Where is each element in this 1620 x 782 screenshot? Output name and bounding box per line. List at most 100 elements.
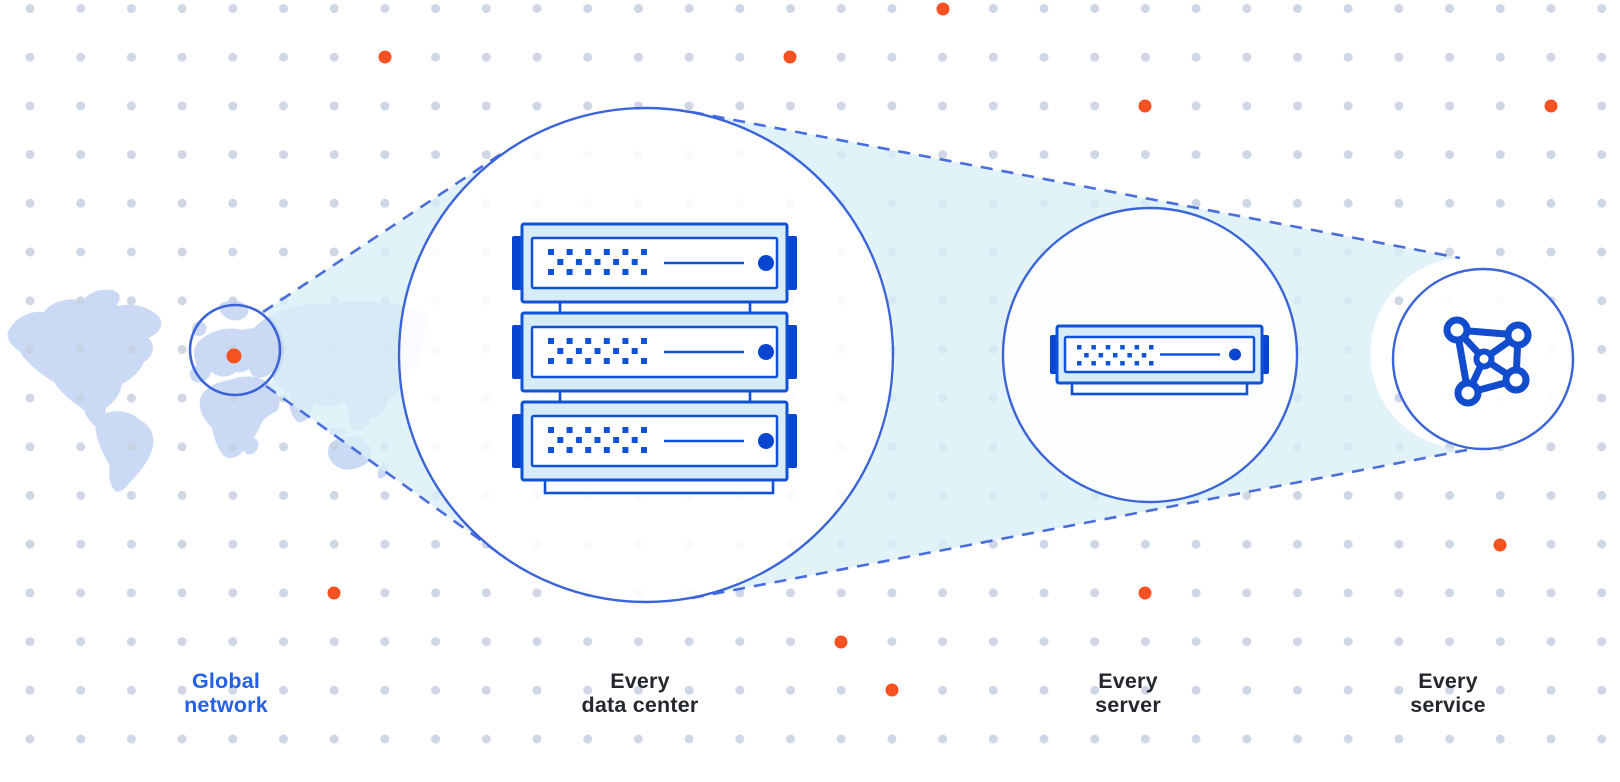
server-vent-dot [1149,361,1154,366]
grid-dot [684,52,694,62]
grid-dot-orange [885,683,899,697]
server-vent-dot [566,358,573,364]
grid-dot [1191,198,1201,208]
grid-dot [126,344,136,354]
grid-dot [228,539,238,549]
server-vent-dot [575,437,582,443]
grid-dot [1242,150,1252,160]
grid-dot [329,198,339,208]
grid-dot [177,637,187,647]
grid-dot [1445,734,1455,744]
grid-dot [228,4,238,13]
grid-dot [126,198,136,208]
grid-dot [1495,734,1505,744]
grid-dot [1090,52,1100,62]
grid-dot [1140,637,1150,647]
dash-map-to-datacenter-bottom [265,384,508,561]
grid-dot [177,52,187,62]
grid-dot [1293,491,1302,500]
grid-dot [684,637,694,647]
dash-map-to-datacenter-top [262,148,508,314]
grid-dot-orange [378,50,392,64]
grid-dot [228,198,238,208]
mesh-node-bottom-right [1502,366,1530,394]
grid-dot [633,4,643,13]
grid-dot [1090,637,1100,647]
grid-dot [1495,198,1505,208]
uk-shape [192,321,207,336]
label-line: Every [610,669,670,693]
grid-dot [836,685,846,695]
grid-dot [380,198,390,208]
grid-dot-orange [1493,538,1507,552]
grid-dot [836,4,846,13]
grid-dot [431,734,441,744]
grid-dot [1597,442,1607,452]
grid-dot [887,101,897,111]
server-vent-dot [548,427,554,433]
grid-dot [329,247,339,257]
grid-dot [25,101,35,111]
label-global-network: Global network [184,669,268,718]
grid-dot [1293,637,1302,647]
north-america-shape [7,299,162,450]
server-vent-dot [622,427,629,433]
mesh-node-center [1473,348,1495,370]
grid-dot [76,491,86,500]
grid-dot [76,150,86,160]
grid-dot [988,4,998,13]
grid-dot [279,588,288,598]
grid-dot [1140,685,1150,695]
grid-dot [228,588,238,598]
grid-dot [1394,588,1404,598]
grid-dot [1090,150,1100,160]
grid-dot [1597,101,1607,111]
grid-dot [1597,4,1607,13]
grid-dot [1191,52,1201,62]
label-line: service [1410,693,1486,718]
grid-dot [481,685,491,695]
grid-dot [735,637,745,647]
mesh-node-bottom-left [1454,379,1482,407]
grid-dot [1597,637,1607,647]
grid-dot [279,734,288,744]
grid-dot [1394,4,1404,13]
server-vent-dot [566,338,573,344]
grid-dot [684,101,694,111]
grid-dot [1597,539,1607,549]
grid-dot [1343,150,1353,160]
server-vent-dot [1120,345,1125,350]
grid-dot [1445,588,1455,598]
server-vent-dot [1134,345,1140,350]
grid-dot [887,588,897,598]
grid-dot [228,637,238,647]
grid-dot [583,685,593,695]
grid-dot [1191,588,1201,598]
grid-dot [887,734,897,744]
grid-dot [126,4,136,13]
grid-dot [228,442,238,452]
grid-dot [988,734,998,744]
grid-dot [76,247,86,257]
grid-dot [1597,685,1607,695]
grid-dot [431,539,441,549]
server-vent-dot [641,269,647,275]
grid-dot [1090,734,1100,744]
grid-dot [1242,4,1252,13]
server-icon [1050,324,1269,396]
dash-datacenter-to-service-bottom [691,447,1473,600]
grid-dot [1343,685,1353,695]
grid-dot [938,588,948,598]
grid-dot [1445,491,1455,500]
africa-shape [199,376,280,459]
grid-dot [126,247,136,257]
grid-dot-orange [936,2,950,16]
grid-dot [25,344,35,354]
server-vent-dot [622,447,629,453]
grid-dot [481,588,491,598]
grid-dot [1546,539,1556,549]
grid-dot [1495,588,1505,598]
grid-dot [1495,4,1505,13]
grid-dot [25,539,35,549]
grid-dot [25,491,35,500]
